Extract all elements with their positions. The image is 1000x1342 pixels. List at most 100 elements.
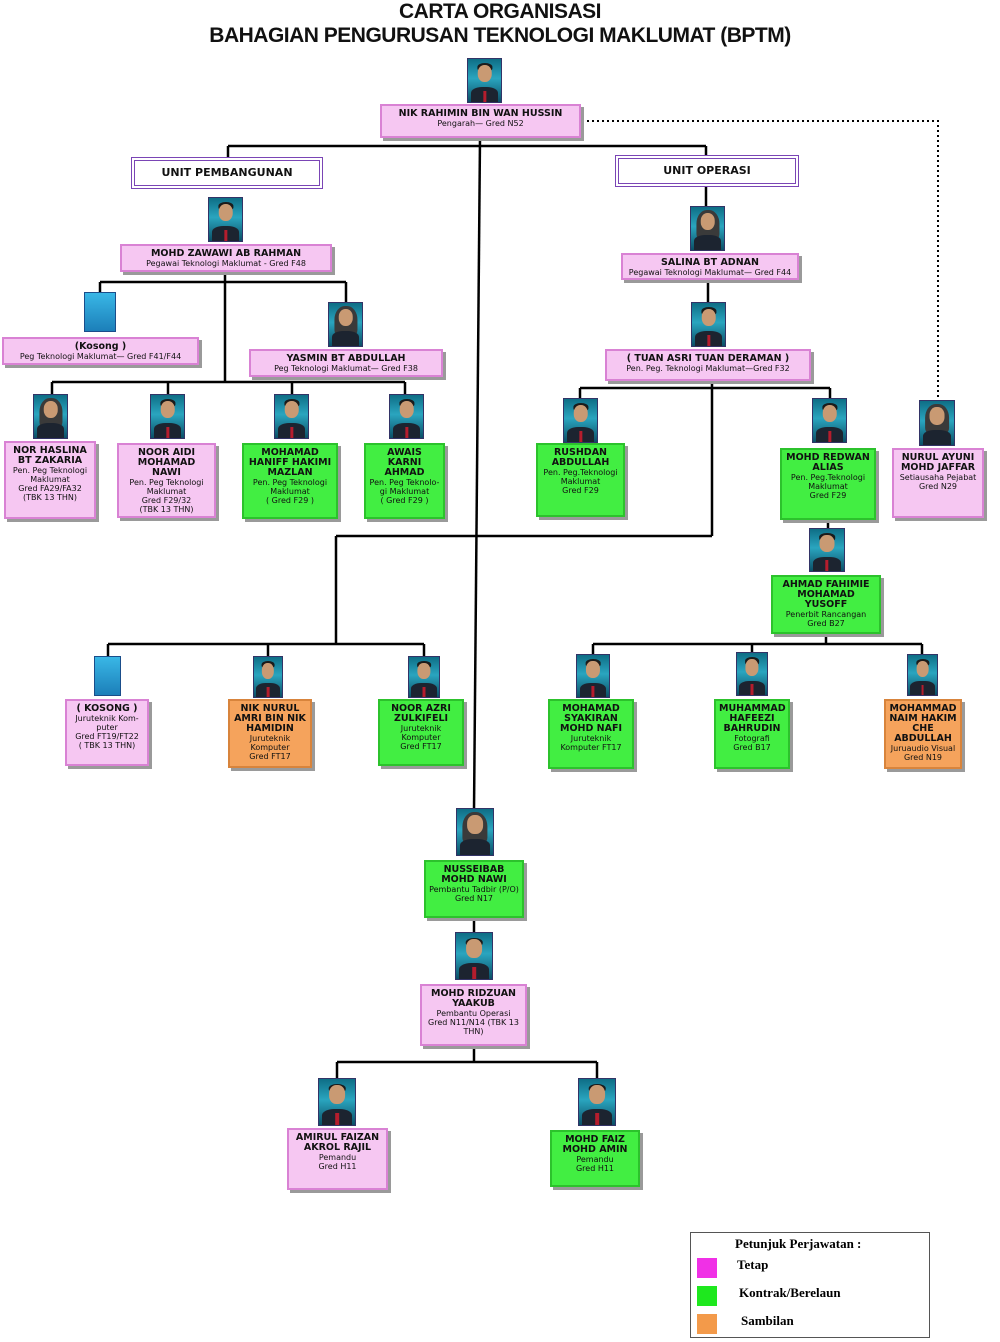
legend-title: Petunjuk Perjawatan : xyxy=(735,1236,862,1251)
zawawi-box: MOHD ZAWAWI AB RAHMAN Pegawai Teknologi … xyxy=(120,244,332,272)
salina-box: SALINA BT ADNAN Pegawai Teknologi Maklum… xyxy=(621,253,799,280)
haniff-l1: Pen. Peg Teknologi xyxy=(252,478,328,487)
redwan-name: MOHD REDWAN ALIAS xyxy=(786,452,870,473)
redwan-l2: Maklumat xyxy=(808,482,848,491)
legend-label-sambilan: Sambilan xyxy=(741,1313,794,1328)
nusseibab-l1: Pembantu Tadbir (P/O) xyxy=(429,885,519,894)
rushdan-box: RUSHDAN ABDULLAH Pen. Peg.Teknologi Makl… xyxy=(536,443,625,517)
amirul-name: AMIRUL FAIZAN AKROL RAJIL xyxy=(295,1132,380,1153)
chart-title: CARTA ORGANISASI xyxy=(399,0,602,23)
director-box: NIK RAHIMIN BIN WAN HUSSIN Pengarah— Gre… xyxy=(380,104,581,138)
legend-label-kontrak: Kontrak/Berelaun xyxy=(739,1285,841,1300)
salina-photo xyxy=(690,206,725,251)
rushdan-name: RUSHDAN ABDULLAH xyxy=(551,447,610,468)
chart-subtitle: BAHAGIAN PENGURUSAN TEKNOLOGI MAKLUMAT (… xyxy=(209,24,791,47)
director-name: NIK RAHIMIN BIN WAN HUSSIN xyxy=(398,108,563,119)
nusseibab-l2: Gred N17 xyxy=(454,894,494,903)
ridzuan-box: MOHD RIDZUAN YAAKUB Pembantu Operasi Gre… xyxy=(420,984,527,1046)
nurul-amri-photo xyxy=(253,656,283,698)
azri-l1: Juruteknik xyxy=(400,724,442,733)
hafeezi-l1: Fotografi xyxy=(734,734,770,743)
haslina-name: NOR HASLINA BT ZAKARIA xyxy=(13,445,87,466)
azri-box: NOOR AZRI ZULKIFELI Juruteknik Komputer … xyxy=(378,699,464,766)
redwan-l3: Gred F29 xyxy=(809,491,847,500)
nusseibab-box: NUSSEIBAB MOHD NAWI Pembantu Tadbir (P/O… xyxy=(424,860,524,918)
naim-photo xyxy=(907,654,938,696)
haslina-l4: (TBK 13 THN) xyxy=(22,493,77,502)
hafeezi-box: MUHAMMAD HAFEEZI BAHRUDIN Fotografi Gred… xyxy=(714,699,790,769)
nusseibab-photo xyxy=(456,808,494,856)
faiz-name: MOHD FAIZ MOHD AMIN xyxy=(562,1134,628,1155)
yasmin-name: YASMIN BT ABDULLAH xyxy=(286,353,406,364)
syakiran-l2: Komputer FT17 xyxy=(560,743,622,752)
awais-l3: ( Gred F29 ) xyxy=(380,496,429,505)
hafeezi-photo xyxy=(736,652,768,696)
asri-box: ( TUAN ASRI TUAN DERAMAN ) Pen. Peg. Tek… xyxy=(605,349,811,381)
kosong2-l1: Juruteknik Kom- xyxy=(75,714,139,723)
unit-operasi: UNIT OPERASI xyxy=(615,155,799,187)
haslina-l3: Gred FA29/FA32 xyxy=(18,484,82,493)
vacant-placeholder-icon xyxy=(94,656,121,696)
fahimie-box: AHMAD FAHIMIE MOHAMAD YUSOFF Penerbit Ra… xyxy=(771,575,881,634)
kosong2-box: ( KOSONG ) Juruteknik Kom- puter Gred FT… xyxy=(65,699,149,766)
salina-name: SALINA BT ADNAN xyxy=(661,257,759,268)
azri-l2: Komputer xyxy=(401,733,441,742)
syakiran-box: MOHAMAD SYAKIRAN MOHD NAFI Juruteknik Ko… xyxy=(548,699,634,769)
kosong2-l3: Gred FT19/FT22 xyxy=(75,732,139,741)
asri-photo xyxy=(691,302,726,347)
kosong1-box: (Kosong ) Peg Teknologi Maklumat— Gred F… xyxy=(2,337,199,365)
kosong2-l4: ( TBK 13 THN) xyxy=(78,741,136,750)
naim-box: MOHAMMAD NAIM HAKIM CHE ABDULLAH Juruaud… xyxy=(884,699,962,769)
ridzuan-l1: Pembantu Operasi xyxy=(436,1009,511,1018)
redwan-photo xyxy=(812,398,847,443)
fahimie-l1: Penerbit Rancangan xyxy=(785,610,867,619)
haniff-l2: Maklumat xyxy=(270,487,310,496)
ridzuan-l3: THN) xyxy=(463,1027,484,1036)
nurul-amri-l1: Juruteknik xyxy=(249,734,291,743)
haslina-photo xyxy=(33,394,68,439)
syakiran-l1: Juruteknik xyxy=(570,734,612,743)
ridzuan-l2: Gred N11/N14 (TBK 13 xyxy=(428,1018,519,1027)
naim-l1: Juruaudio Visual xyxy=(890,744,956,753)
awais-name: AWAIS KARNI AHMAD xyxy=(384,447,425,478)
haniff-name: MOHAMAD HANIFF HAKIMI MAZLAN xyxy=(248,447,332,478)
aidi-box: NOOR AIDI MOHAMAD NAWI Pen. Peg Teknolog… xyxy=(117,443,216,518)
yasmin-box: YASMIN BT ABDULLAH Peg Teknologi Makluma… xyxy=(249,349,443,377)
haniff-photo xyxy=(274,394,309,439)
haslina-box: NOR HASLINA BT ZAKARIA Pen. Peg Teknolog… xyxy=(4,441,96,519)
naim-l2: Gred N19 xyxy=(903,753,943,762)
redwan-l1: Pen. Peg.Teknologi xyxy=(790,473,866,482)
faiz-l1: Pemandu xyxy=(576,1155,614,1164)
rushdan-photo xyxy=(563,398,598,443)
rushdan-l1: Pen. Peg.Teknologi xyxy=(543,468,618,477)
zawawi-title: Pegawai Teknologi Maklumat - Gred F48 xyxy=(146,259,306,268)
legend-swatch-sambilan xyxy=(697,1314,717,1334)
faiz-l2: Gred H11 xyxy=(575,1164,615,1173)
ridzuan-name: MOHD RIDZUAN YAAKUB xyxy=(430,988,517,1009)
kosong1-title: Peg Teknologi Maklumat— Gred F41/F44 xyxy=(19,352,182,361)
fahimie-name: AHMAD FAHIMIE MOHAMAD YUSOFF xyxy=(782,579,870,610)
fahimie-l2: Gred B27 xyxy=(807,619,845,628)
haslina-l1: Pen. Peg Teknologi xyxy=(12,466,88,475)
awais-box: AWAIS KARNI AHMAD Pen. Peg Teknolo- gi M… xyxy=(364,443,445,519)
yasmin-title: Peg Teknologi Maklumat— Gred F38 xyxy=(274,364,418,373)
rushdan-l2: Maklumat xyxy=(560,477,601,486)
faiz-box: MOHD FAIZ MOHD AMIN Pemandu Gred H11 xyxy=(550,1130,640,1187)
ridzuan-photo xyxy=(455,932,493,980)
zawawi-name: MOHD ZAWAWI AB RAHMAN xyxy=(150,248,302,259)
amirul-photo xyxy=(318,1078,356,1126)
syakiran-photo xyxy=(576,654,610,698)
salina-title: Pegawai Teknologi Maklumat— Gred F44 xyxy=(628,268,792,277)
ayuni-photo xyxy=(919,400,955,446)
vacant-placeholder-icon xyxy=(84,292,116,332)
director-photo xyxy=(467,58,502,103)
awais-l1: Pen. Peg Teknolo- xyxy=(369,478,440,487)
azri-name: NOOR AZRI ZULKIFELI xyxy=(391,703,451,724)
ayuni-name: NURUL AYUNI MOHD JAFFAR xyxy=(900,452,976,473)
legend-swatch-kontrak xyxy=(697,1286,717,1306)
legend-swatch-tetap xyxy=(697,1258,717,1278)
haniff-box: MOHAMAD HANIFF HAKIMI MAZLAN Pen. Peg Te… xyxy=(242,443,338,519)
yasmin-photo xyxy=(328,302,363,347)
director-title: Pengarah— Gred N52 xyxy=(437,119,524,128)
